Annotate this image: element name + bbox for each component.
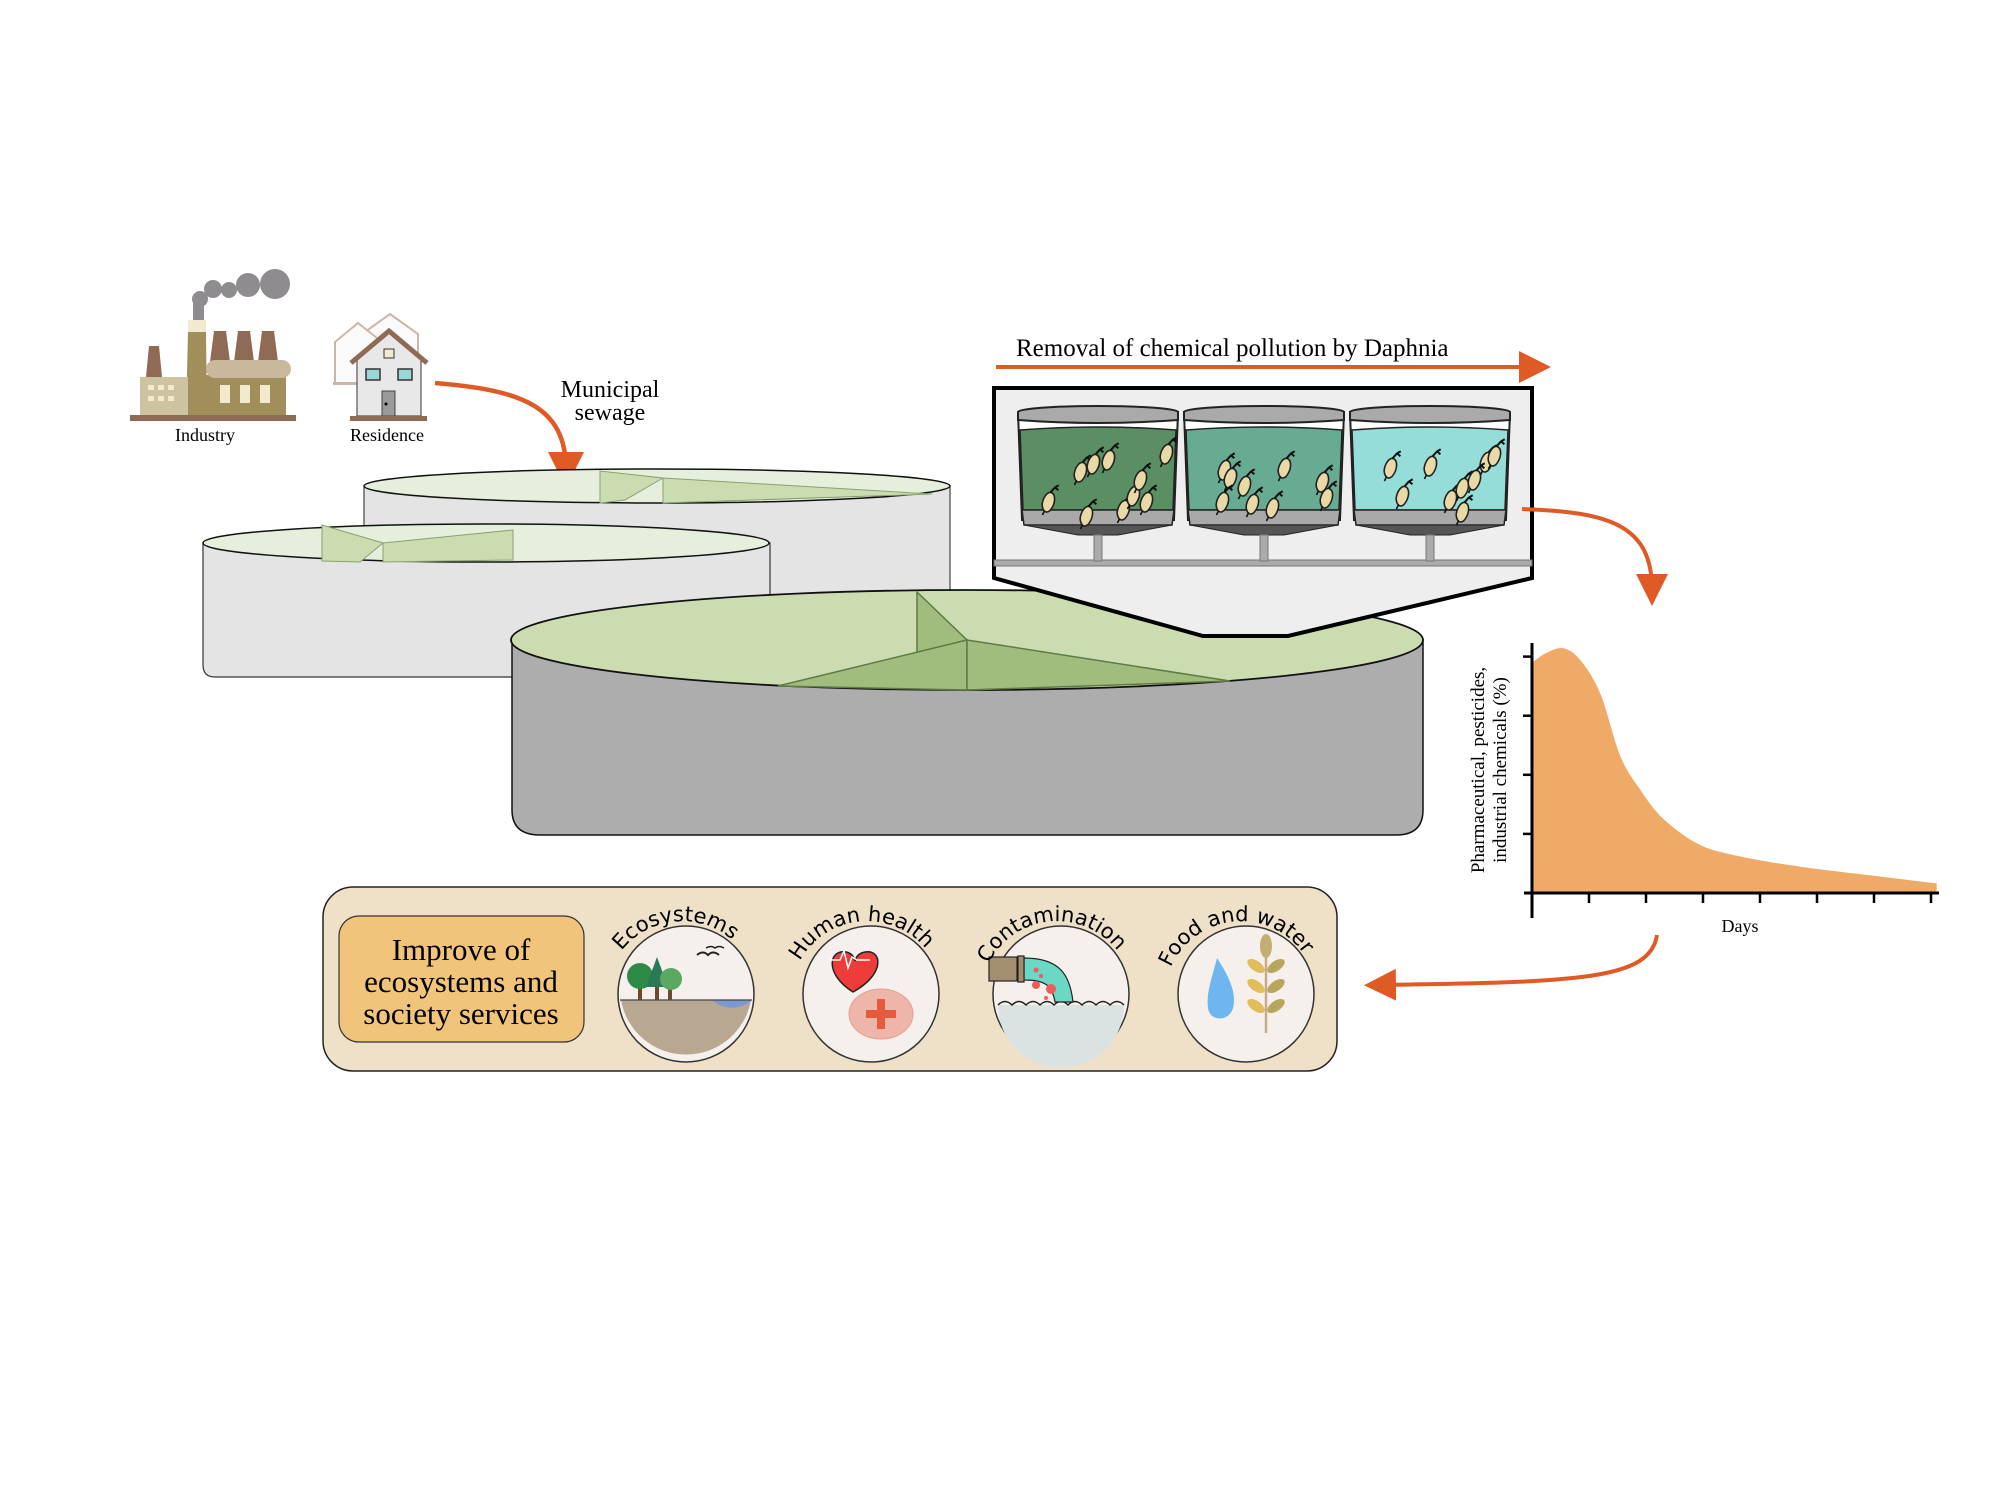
- sewage-label-line2: sewage: [575, 400, 646, 426]
- outcome-food-water: [1177, 925, 1315, 1063]
- main-outcome-box: [338, 915, 585, 1043]
- tank-1: [1016, 405, 1180, 562]
- y-axis-label-line1: Pharmaceutical, pesticides,: [1468, 667, 1489, 873]
- outcome-contamination: [988, 925, 1130, 1068]
- sewage-label-line1: Municipal: [561, 377, 660, 403]
- residence-label: Residence: [350, 425, 424, 445]
- tank-water: [1185, 426, 1343, 511]
- tank-2: [1182, 405, 1346, 562]
- decline-chart: Days Pharmaceutical, pesticides, industr…: [1468, 643, 1939, 936]
- main-outcome-line3: society services: [363, 996, 558, 1031]
- x-axis-label: Days: [1722, 916, 1759, 936]
- residence-icon: [333, 312, 429, 421]
- y-axis-label-line2: industrial chemicals (%): [1490, 677, 1511, 863]
- tank-3: [1348, 405, 1512, 562]
- outcome-ecosystems: [617, 925, 755, 1063]
- daphnia-tanks: [1016, 405, 1512, 562]
- daphnia-panel-title: Removal of chemical pollution by Daphnia: [1016, 335, 1449, 362]
- main-outcome-line2: ecosystems and: [364, 964, 558, 999]
- industry-icon: [130, 269, 296, 421]
- to-chart-arrow: [1521, 507, 1668, 606]
- concentration-curve: [1532, 647, 1937, 893]
- to-outcomes-arrow: [1364, 934, 1659, 1001]
- industry-label: Industry: [175, 425, 235, 445]
- main-outcome-line1: Improve of: [392, 932, 531, 967]
- sewage-flow-arrow: [434, 380, 584, 488]
- outcome-human-health: [802, 925, 940, 1063]
